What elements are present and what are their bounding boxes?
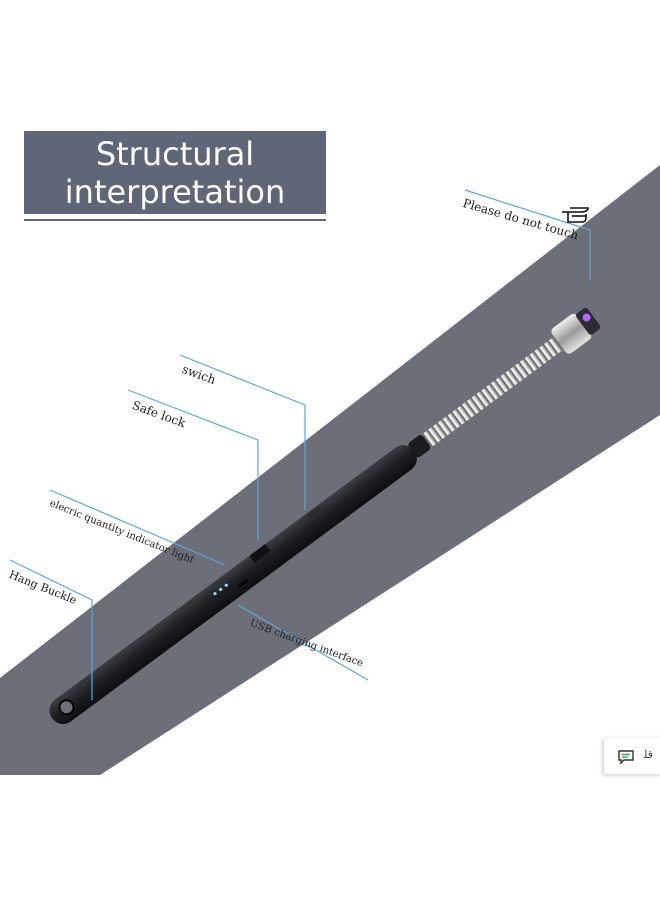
pointing-hand-icon (562, 207, 589, 223)
leader-lines (9, 189, 591, 700)
title-underline (24, 219, 326, 221)
chat-widget-text: ﻗﻠ (644, 748, 653, 761)
flexible-coil (421, 336, 564, 448)
chat-widget[interactable]: ﻗﻠ (604, 738, 660, 774)
title-box: Structural interpretation (24, 131, 326, 214)
leader-usb (237, 604, 369, 681)
indicator-light (224, 583, 228, 587)
leader-touch (464, 189, 591, 280)
ignition-switch (307, 506, 323, 521)
leader-switch (179, 354, 306, 510)
title-line-2: interpretation (64, 173, 286, 211)
leader-indicator (49, 489, 226, 566)
leader-hang (9, 559, 93, 700)
hang-buckle-hole (58, 699, 75, 716)
leader-safe-lock (127, 389, 259, 540)
title-line-1: Structural (95, 135, 255, 173)
lighter (49, 307, 601, 725)
indicator-light (213, 592, 217, 596)
lighter-handle (49, 445, 417, 725)
arc-glow (582, 313, 591, 322)
lighter-neck (408, 435, 431, 458)
chat-icon (618, 750, 634, 764)
usb-port (237, 578, 250, 589)
safe-lock-switch (250, 544, 270, 563)
indicator-light (219, 587, 223, 592)
